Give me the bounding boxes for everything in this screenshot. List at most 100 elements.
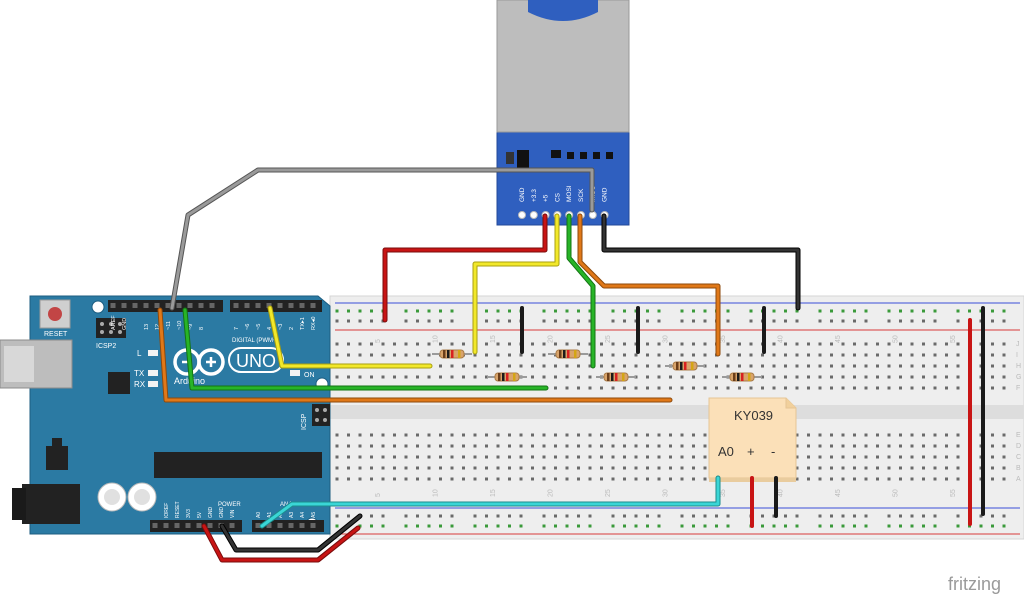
breadboard-hole xyxy=(956,386,960,390)
icsp2-header xyxy=(96,318,126,338)
breadboard-hole xyxy=(738,342,741,346)
breadboard-hole xyxy=(565,433,569,437)
breadboard-hole xyxy=(554,477,557,481)
breadboard-hole xyxy=(485,342,488,346)
bottom-pin-label: 3V3 xyxy=(186,509,192,518)
sd-pin-label: GND xyxy=(519,187,526,202)
header-pin xyxy=(209,303,215,308)
breadboard-hole xyxy=(864,375,868,379)
breadboard-hole xyxy=(922,433,925,437)
breadboard-hole xyxy=(738,386,741,390)
breadboard-hole xyxy=(358,477,362,481)
breadboard-hole xyxy=(623,353,626,357)
breadboard-hole xyxy=(910,477,914,481)
breadboard-hole xyxy=(358,353,362,357)
breadboard-hole xyxy=(519,477,523,481)
breadboard-hole xyxy=(807,466,810,470)
reset-button[interactable] xyxy=(48,307,62,321)
breadboard-hole xyxy=(715,364,718,368)
row-letter: G xyxy=(1016,374,1021,381)
header-pin xyxy=(244,303,250,308)
sd-pin-label: +3.3 xyxy=(531,189,538,202)
rail-hole xyxy=(370,524,373,528)
breadboard-hole xyxy=(485,466,488,470)
rail-hole xyxy=(703,319,707,323)
rail-hole xyxy=(680,319,684,323)
rail-hole xyxy=(657,514,661,518)
breadboard-hole xyxy=(611,342,615,346)
breadboard-hole xyxy=(370,375,373,379)
breadboard-hole xyxy=(519,466,523,470)
breadboard-hole xyxy=(945,375,948,379)
breadboard-hole xyxy=(841,444,845,448)
breadboard-hole xyxy=(841,375,845,379)
rail-hole xyxy=(979,524,983,528)
breadboard-hole xyxy=(680,433,684,437)
rail-hole xyxy=(335,309,339,313)
bottom-pin-label: A5 xyxy=(311,512,317,518)
breadboard-hole xyxy=(910,433,914,437)
breadboard-hole xyxy=(830,342,833,346)
breadboard-hole xyxy=(680,455,684,459)
rail-hole xyxy=(830,524,833,528)
rail-hole xyxy=(554,524,557,528)
rail-hole xyxy=(450,319,454,323)
breadboard-hole xyxy=(554,364,557,368)
header-pin xyxy=(229,523,235,528)
breadboard-hole xyxy=(887,353,891,357)
rail-hole xyxy=(450,514,454,518)
rail-hole xyxy=(795,309,799,313)
breadboard-hole xyxy=(956,444,960,448)
breadboard-hole xyxy=(1002,477,1006,481)
breadboard-hole xyxy=(692,477,695,481)
rail-hole xyxy=(370,319,373,323)
breadboard-hole xyxy=(761,386,764,390)
rail-hole xyxy=(853,309,856,313)
breadboard-hole xyxy=(910,342,914,346)
breadboard-hole xyxy=(991,444,994,448)
breadboard-hole xyxy=(508,466,511,470)
breadboard-hole xyxy=(416,353,419,357)
breadboard-hole xyxy=(542,364,546,368)
breadboard-hole xyxy=(381,342,385,346)
breadboard-hole xyxy=(634,353,638,357)
breadboard-hole xyxy=(623,466,626,470)
rail-hole xyxy=(427,514,431,518)
breadboard-hole xyxy=(887,477,891,481)
breadboard-hole xyxy=(991,433,994,437)
breadboard-hole xyxy=(519,444,523,448)
breadboard-hole xyxy=(876,364,879,368)
breadboard-hole xyxy=(991,477,994,481)
breadboard-hole xyxy=(577,477,580,481)
column-number: 10 xyxy=(433,489,440,497)
breadboard-hole xyxy=(565,386,569,390)
rail-hole xyxy=(370,514,373,518)
reset-label: RESET xyxy=(44,331,68,338)
icsp-header xyxy=(312,404,330,426)
breadboard-hole xyxy=(899,455,902,459)
breadboard-hole xyxy=(853,444,856,448)
breadboard-hole xyxy=(611,455,615,459)
breadboard-hole xyxy=(496,342,500,346)
breadboard-hole xyxy=(554,342,557,346)
breadboard-hole xyxy=(496,455,500,459)
breadboard-hole xyxy=(956,353,960,357)
breadboard-hole xyxy=(864,364,868,368)
breadboard-hole xyxy=(416,455,419,459)
row-letter: D xyxy=(1016,443,1021,450)
top-pin-label: ~6 xyxy=(245,324,251,330)
rail-hole xyxy=(864,524,868,528)
breadboard-hole xyxy=(531,433,534,437)
breadboard-hole xyxy=(427,353,431,357)
breadboard-hole xyxy=(864,477,868,481)
rail-hole xyxy=(772,524,776,528)
wire-green-mosi xyxy=(182,213,596,391)
breadboard-hole xyxy=(703,444,707,448)
column-number: 45 xyxy=(835,489,842,497)
rail-hole xyxy=(542,524,546,528)
breadboard-hole xyxy=(933,364,937,368)
column-number: 15 xyxy=(490,489,497,497)
rail-hole xyxy=(358,309,362,313)
breadboard-hole xyxy=(485,477,488,481)
